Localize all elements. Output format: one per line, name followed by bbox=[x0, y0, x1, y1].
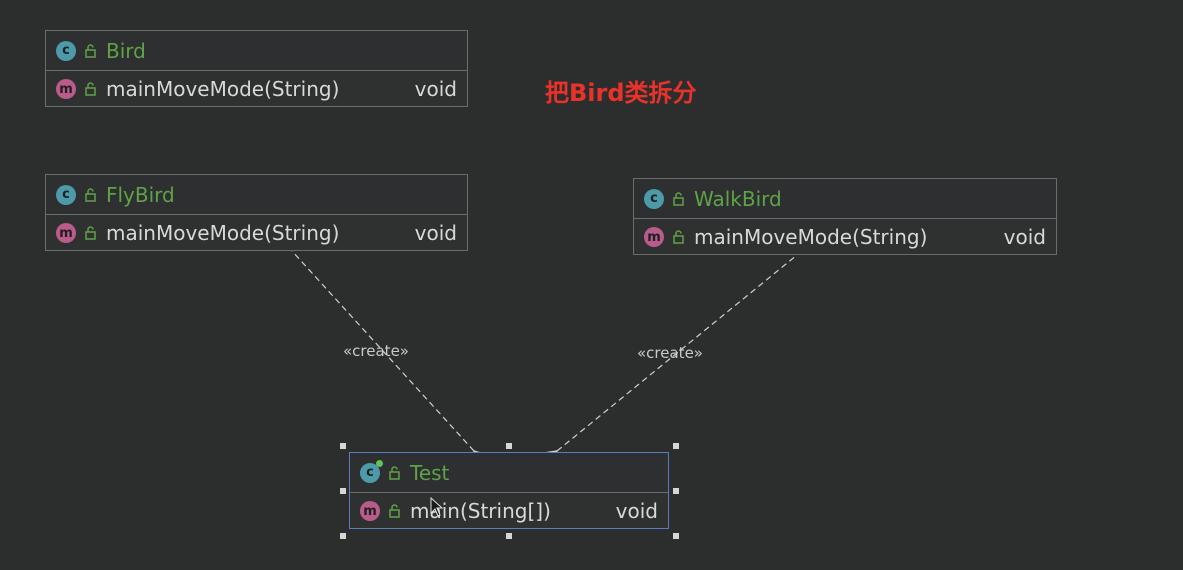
resize-handle-top-right[interactable] bbox=[673, 443, 679, 449]
class-name: Bird bbox=[106, 38, 146, 63]
method-return-type: void bbox=[615, 499, 658, 523]
resize-handle-bottom[interactable] bbox=[506, 533, 512, 539]
public-visibility-icon bbox=[85, 187, 96, 202]
method-signature: mainMoveMode(String) bbox=[106, 221, 340, 245]
class-header[interactable]: c WalkBird bbox=[634, 179, 1056, 219]
class-test[interactable]: c Test m main(String[]) void bbox=[349, 452, 669, 529]
resize-handle-top[interactable] bbox=[506, 443, 512, 449]
method-signature: mainMoveMode(String) bbox=[106, 77, 340, 101]
resize-handle-top-left[interactable] bbox=[340, 443, 346, 449]
public-visibility-icon bbox=[389, 504, 400, 518]
class-walkbird[interactable]: c WalkBird m mainMoveMode(String) void bbox=[633, 178, 1057, 255]
resize-handle-bottom-left[interactable] bbox=[340, 533, 346, 539]
method-icon: m bbox=[56, 223, 76, 243]
class-header[interactable]: c FlyBird bbox=[46, 175, 467, 215]
annotation-text: 把Bird类拆分 bbox=[545, 79, 697, 107]
method-row[interactable]: m mainMoveMode(String) void bbox=[46, 215, 467, 251]
method-signature: mainMoveMode(String) bbox=[694, 225, 928, 249]
class-icon: c bbox=[56, 184, 76, 205]
mouse-cursor-icon bbox=[430, 497, 444, 517]
method-return-type: void bbox=[1003, 225, 1046, 249]
relation-label-walkbird: «create» bbox=[637, 344, 703, 362]
public-visibility-icon bbox=[85, 226, 96, 240]
method-icon: m bbox=[360, 501, 380, 521]
method-return-type: void bbox=[414, 77, 457, 101]
runnable-marker-icon bbox=[376, 459, 383, 467]
method-icon: m bbox=[644, 227, 664, 247]
method-row[interactable]: m mainMoveMode(String) void bbox=[46, 71, 467, 107]
class-header[interactable]: c Bird bbox=[46, 31, 467, 71]
class-icon: c bbox=[56, 40, 76, 61]
resize-handle-left[interactable] bbox=[340, 488, 346, 494]
class-icon: c bbox=[360, 459, 383, 483]
class-name: Test bbox=[410, 460, 450, 485]
class-icon: c bbox=[644, 188, 664, 209]
relation-label-flybird: «create» bbox=[343, 342, 409, 360]
resize-handle-right[interactable] bbox=[673, 488, 679, 494]
method-return-type: void bbox=[414, 221, 457, 245]
method-row[interactable]: m mainMoveMode(String) void bbox=[634, 219, 1056, 255]
public-visibility-icon bbox=[673, 191, 684, 206]
public-visibility-icon bbox=[85, 43, 96, 58]
class-flybird[interactable]: c FlyBird m mainMoveMode(String) void bbox=[45, 174, 468, 251]
public-visibility-icon bbox=[389, 465, 400, 480]
class-bird[interactable]: c Bird m mainMoveMode(String) void bbox=[45, 30, 468, 107]
public-visibility-icon bbox=[673, 230, 684, 244]
class-header[interactable]: c Test bbox=[350, 453, 668, 493]
method-row[interactable]: m main(String[]) void bbox=[350, 493, 668, 529]
method-icon: m bbox=[56, 79, 76, 99]
resize-handle-bottom-right[interactable] bbox=[673, 533, 679, 539]
class-name: WalkBird bbox=[694, 186, 782, 211]
class-name: FlyBird bbox=[106, 182, 175, 207]
public-visibility-icon bbox=[85, 82, 96, 96]
